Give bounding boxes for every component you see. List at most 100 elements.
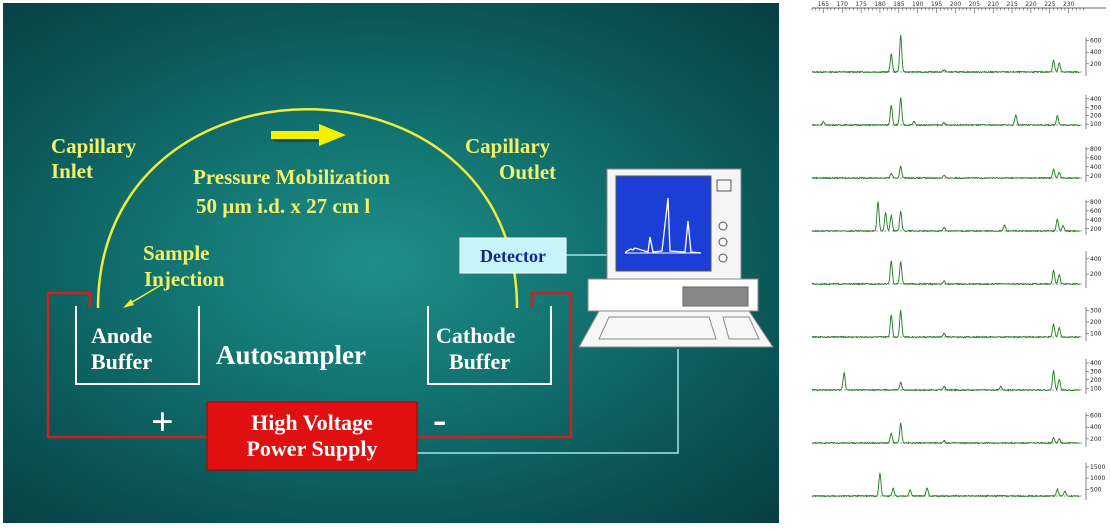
cathode-buffer-label-2: Buffer <box>449 349 510 374</box>
y-tick-label: 100 <box>1090 331 1102 338</box>
capillary-outlet-label-2: Outlet <box>499 160 556 184</box>
peak-point <box>1064 490 1066 493</box>
anode-wire <box>46 291 211 439</box>
y-tick-label: 200 <box>1090 271 1102 278</box>
peak-point <box>913 121 915 123</box>
trace-panel: 600 400 200 <box>811 413 1102 447</box>
peak-point <box>1058 379 1060 381</box>
x-tick-label: 210 <box>987 1 999 8</box>
y-tick-label: 200 <box>1090 113 1102 120</box>
trace-line <box>811 310 1081 339</box>
y-tick-label: 400 <box>1090 164 1102 171</box>
anode-buffer-vial <box>75 306 200 385</box>
trace-line <box>811 34 1080 74</box>
x-tick-label: 200 <box>950 1 962 8</box>
trace-line <box>811 422 1080 445</box>
peak-point <box>1058 274 1060 276</box>
y-tick-label: 300 <box>1090 104 1102 111</box>
cathode-wire <box>415 291 573 439</box>
y-tick-label: 800 <box>1090 199 1102 206</box>
ce-schematic-diagram: High Voltage Power Supply Detector Capil… <box>3 3 779 523</box>
peak-point <box>1052 168 1055 170</box>
peak-point <box>890 172 892 175</box>
trace-panel: 300 200 100 <box>811 307 1102 341</box>
peak-point <box>879 473 881 475</box>
peak-point <box>943 280 945 282</box>
capillary-dimensions-label: 50 µm i.d. x 27 cm l <box>196 194 370 218</box>
peak-point <box>1058 172 1060 174</box>
x-tick-label: 175 <box>855 1 867 8</box>
y-tick-label: 200 <box>1090 377 1102 384</box>
x-tick-label: 230 <box>1063 1 1075 8</box>
y-tick-label: 600 <box>1090 208 1102 215</box>
plus-sign: + <box>151 399 174 444</box>
peak-point <box>890 260 892 262</box>
peak-point <box>900 423 902 425</box>
y-tick-label: 400 <box>1090 360 1102 367</box>
peak-point <box>1052 369 1055 372</box>
peak-point <box>900 309 902 312</box>
pressure-mobilization-label: Pressure Mobilization <box>193 165 390 189</box>
peak-point <box>943 440 945 442</box>
y-tick-label: 400 <box>1090 424 1102 431</box>
anode-buffer-label-2: Buffer <box>91 349 152 374</box>
peak-point <box>1062 225 1064 227</box>
y-tick-label: 200 <box>1090 61 1102 68</box>
peak-point <box>1003 224 1006 226</box>
x-tick-label: 220 <box>1025 1 1037 8</box>
peak-point <box>1052 59 1055 61</box>
peak-point <box>926 487 928 489</box>
peak-point <box>1052 269 1055 271</box>
peak-point <box>943 226 945 229</box>
x-tick-label: 170 <box>836 1 848 8</box>
peak-point <box>877 201 879 203</box>
peak-point <box>909 489 911 492</box>
minus-sign: - <box>433 397 446 442</box>
peak-point <box>1015 114 1017 116</box>
y-tick-label: 400 <box>1090 96 1102 103</box>
y-tick-label: 1500 <box>1090 464 1105 471</box>
y-tick-label: 300 <box>1090 308 1102 315</box>
y-tick-label: 200 <box>1090 226 1102 233</box>
y-tick-label: 600 <box>1090 413 1102 420</box>
x-tick-label: 225 <box>1044 1 1056 8</box>
peak-point <box>890 53 892 56</box>
y-tick-label: 200 <box>1090 436 1102 443</box>
peak-point <box>890 433 892 435</box>
x-tick-label: 180 <box>874 1 886 8</box>
power-to-computer-line <box>415 349 679 454</box>
peak-point <box>900 165 902 167</box>
peak-point <box>900 35 902 37</box>
peak-point <box>843 372 845 374</box>
peak-point <box>890 314 892 316</box>
autosampler-label: Autosampler <box>216 340 366 370</box>
peak-point <box>1052 323 1055 325</box>
peak-point <box>1056 488 1058 490</box>
peak-point <box>943 174 945 176</box>
cathode-buffer-vial <box>427 306 552 385</box>
detector-label: Detector <box>480 246 546 266</box>
chromatogram-traces: 6004002004003002001008006004002008006004… <box>811 34 1105 500</box>
peak-point <box>1052 437 1055 439</box>
sample-injection-label-1: Sample <box>143 241 210 265</box>
peak-point <box>1058 438 1060 440</box>
y-tick-label: 200 <box>1090 319 1102 326</box>
peak-point <box>1058 62 1060 64</box>
flow-direction-arrow-icon <box>271 124 346 146</box>
trace-line <box>811 472 1080 498</box>
x-tick-label: 185 <box>893 1 905 8</box>
y-tick-label: 300 <box>1090 368 1102 375</box>
y-tick-label: 500 <box>1090 486 1102 493</box>
trace-line <box>811 370 1081 392</box>
peak-point <box>943 386 945 388</box>
capillary-inlet-label-2: Inlet <box>51 159 93 183</box>
sample-injection-label-2: Injection <box>144 267 225 291</box>
peak-point <box>943 122 945 124</box>
x-tick-label: 165 <box>818 1 830 8</box>
peak-point <box>900 381 902 383</box>
peak-point <box>900 261 902 263</box>
